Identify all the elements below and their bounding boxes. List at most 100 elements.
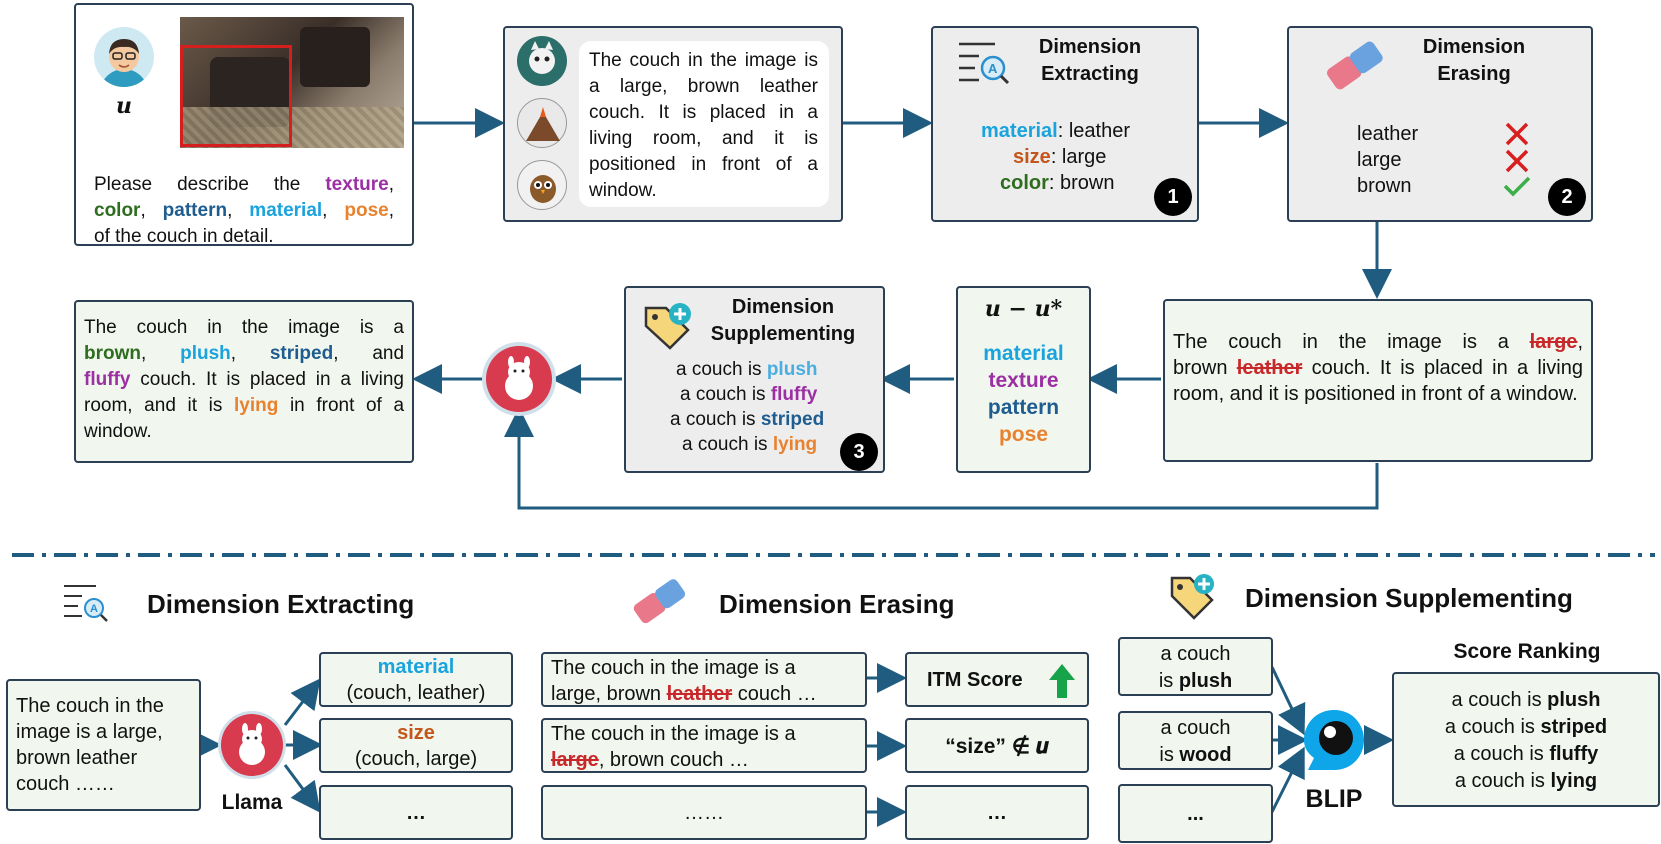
erase-row-2: The couch in the image is a large, brown… <box>541 718 867 773</box>
supp-item-lying: a couch is lying <box>682 434 818 455</box>
extracting-title: Dimension Extracting <box>1038 36 1142 85</box>
erase-item-leather: leather <box>1357 123 1419 145</box>
extract-item-color: color: brown <box>1000 172 1115 194</box>
extract-section-icon: A <box>64 585 108 622</box>
dim-color: color <box>94 200 141 221</box>
candidate-plush: a couch is plush <box>1118 637 1273 696</box>
size-not-in-box: “size” ∉ 𝒖 <box>905 718 1089 773</box>
candidate-wood: a couch is wood <box>1118 711 1273 770</box>
erase-item-large: large <box>1357 149 1402 171</box>
rank-3: a couch is fluffy <box>1453 743 1599 765</box>
rank-4: a couch is lying <box>1454 770 1598 792</box>
bottom-input-box: The couch in the image is a large, brown… <box>6 679 201 811</box>
candidate-more: ... <box>1118 784 1273 843</box>
blip-label: BLIP <box>1305 785 1363 813</box>
diff-pose: pose <box>998 423 1048 446</box>
supplementing-title: Dimension Supplementing <box>710 296 856 345</box>
erasing-title: Dimension Erasing <box>1422 36 1526 85</box>
rank-1: a couch is plush <box>1451 689 1601 711</box>
model-avatar-2 <box>517 98 567 148</box>
erase-section-icon <box>633 579 686 624</box>
description-bubble: The couch in the image is a large, brown… <box>579 41 829 207</box>
model-avatar-3 <box>517 160 567 210</box>
bottom-erase-heading: Dimension Erasing <box>719 589 955 619</box>
struck-leather: leather <box>1236 357 1303 379</box>
score-ranking-box: a couch is plush a couch is striped a co… <box>1392 672 1660 807</box>
struck-large: large <box>551 749 599 771</box>
bottom-extract-heading: Dimension Extracting <box>147 589 415 619</box>
user-query-box: 𝒖 Please describe the texture, color, pa… <box>74 3 414 247</box>
dim-texture: texture <box>325 174 389 195</box>
struck-large: large <box>1529 331 1578 353</box>
erasing-box: Dimension Erasing leather large brown 2 <box>1287 26 1593 222</box>
rank-2: a couch is striped <box>1444 716 1608 738</box>
extract-item-material: material: leather <box>981 120 1130 142</box>
prompt-text: Please describe the <box>94 174 301 195</box>
region-box <box>180 45 292 147</box>
svg-text:A: A <box>90 603 98 615</box>
erase-row-3: …… <box>541 785 867 840</box>
eraser-icon <box>1326 41 1383 90</box>
erased-line1: The couch in the image is a large, <box>1173 331 1583 353</box>
erased-description-box: The couch in the image is a large, brown… <box>1163 299 1593 462</box>
dim-material: material <box>249 200 323 221</box>
extract-output-material: material (couch, leather) <box>319 652 513 707</box>
llama-label: Llama <box>221 791 283 814</box>
itm-score-box: ITM Score <box>905 652 1089 707</box>
step-badge-3: 3 <box>840 433 878 471</box>
erased-line2: brown leather couch. It is placed in a l… <box>1173 357 1583 405</box>
blip-eye-icon <box>1304 710 1364 770</box>
step-badge-1: 1 <box>1154 178 1192 216</box>
check-icon <box>1503 176 1531 197</box>
user-avatar-icon <box>100 39 148 87</box>
final-line2: brown, plush, striped, and <box>84 343 405 364</box>
user-symbol: 𝒖 <box>116 93 132 119</box>
dim-pattern: pattern <box>162 200 228 221</box>
svg-text:A: A <box>988 61 998 76</box>
user-avatar <box>94 27 154 87</box>
lvlm-output-box: The couch in the image is a large, brown… <box>503 26 843 222</box>
score-ranking-title: Score Ranking <box>1453 640 1601 663</box>
extract-output-size: size (couch, large) <box>319 718 513 773</box>
description-text: The couch in the image is a large, brown… <box>589 50 818 201</box>
volcano-icon <box>526 107 560 141</box>
prompt-line2: color, pattern, material, pose, <box>94 200 395 221</box>
erase-item-brown: brown <box>1357 175 1412 197</box>
final-line1: The couch in the image is a <box>84 317 404 338</box>
bottom-supp-heading: Dimension Supplementing <box>1245 583 1573 613</box>
extract-output-more: … <box>319 785 513 840</box>
llama-icon <box>239 723 265 765</box>
final-line3: fluffy couch. It is placed in a living r… <box>84 369 405 442</box>
model-avatar-1 <box>517 36 567 86</box>
arrow-up-icon <box>1049 664 1075 698</box>
extract-search-icon: A <box>959 42 1010 85</box>
erase-row-1: The couch in the image is a large, brown… <box>541 652 867 707</box>
extract-item-size: size: large <box>1013 146 1107 168</box>
diff-pattern: pattern <box>987 396 1060 419</box>
supplementing-box: Dimension Supplementing a couch is plush… <box>624 286 885 473</box>
supp-section-icon <box>1170 574 1214 620</box>
prompt-tail: of the couch in detail. <box>94 226 274 247</box>
supp-item-plush: a couch is plush <box>676 359 818 380</box>
owl-icon <box>530 175 556 203</box>
struck-leather: leather <box>666 683 733 705</box>
extracting-box: A Dimension Extracting material: leather… <box>931 26 1199 222</box>
tag-plus-icon <box>644 303 691 350</box>
diff-material: material <box>983 342 1064 365</box>
bottom-input-text: The couch in the image is a large, brown… <box>16 695 164 795</box>
diff-texture: texture <box>988 369 1059 392</box>
llama-bottom-node <box>221 714 283 776</box>
difference-label: 𝒖 − 𝒖* <box>984 296 1063 322</box>
erase-result-more: … <box>905 785 1089 840</box>
llama-model-node <box>486 346 552 412</box>
step-badge-2: 2 <box>1548 178 1586 216</box>
robot-cat-icon <box>529 41 555 74</box>
dim-pose: pose <box>344 200 389 221</box>
prompt-line1: Please describe the texture, <box>94 174 394 195</box>
supp-item-fluffy: a couch is fluffy <box>680 384 818 405</box>
couch-photo <box>180 17 404 148</box>
supp-item-striped: a couch is striped <box>670 409 825 430</box>
llama-icon <box>505 356 533 400</box>
dimension-difference-box: 𝒖 − 𝒖* material texture pattern pose <box>956 286 1091 473</box>
